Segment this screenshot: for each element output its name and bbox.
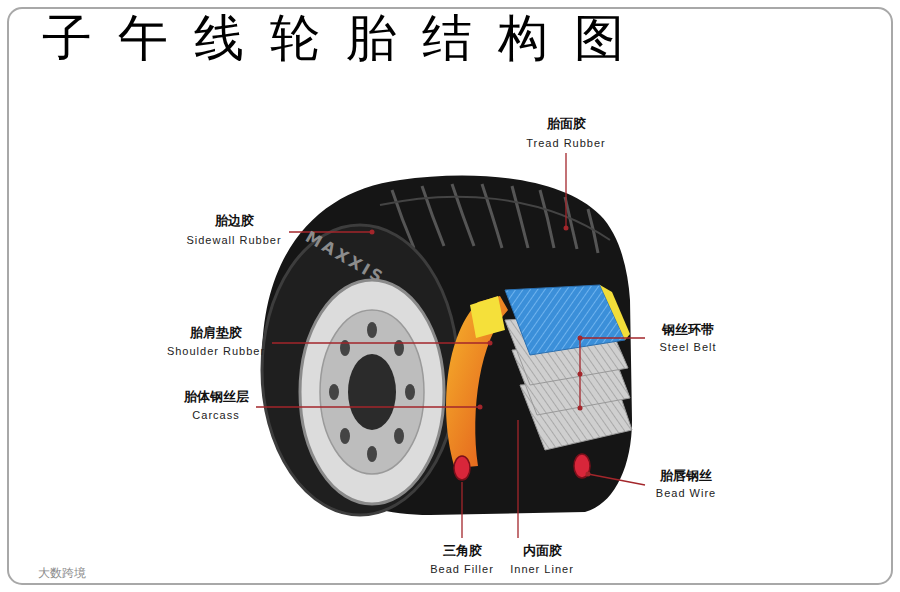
shoulder-pad <box>470 296 505 338</box>
rim-dish <box>320 310 424 474</box>
part-name: 内面胶 <box>523 544 562 559</box>
part-name: 胎唇钢丝 <box>660 469 712 484</box>
part-name-en: Tread Rubber <box>526 137 605 150</box>
brand-mark: MAXXIS <box>302 228 388 288</box>
part-name-en: Carcass <box>192 409 239 422</box>
tire-body <box>262 176 632 515</box>
part-name-en: Shoulder Rubber <box>167 345 265 358</box>
hub-hole <box>348 354 396 430</box>
part-name: 胎肩垫胶 <box>190 326 242 341</box>
part-name: 三角胶 <box>443 544 482 559</box>
bead <box>454 456 470 480</box>
bead <box>574 454 590 478</box>
sidewall <box>262 225 458 515</box>
part-name-en: Bead Wire <box>656 487 716 500</box>
part-name: 胎体钢丝层 <box>184 390 249 405</box>
part-name-en: Inner Liner <box>510 563 574 576</box>
leader-lines <box>256 153 645 538</box>
part-name-en: Sidewall Rubber <box>186 234 281 247</box>
cutaway <box>446 285 632 480</box>
part-name: 胎面胶 <box>547 117 586 132</box>
part-name-en: Steel Belt <box>659 341 716 354</box>
rim <box>300 280 444 504</box>
tread-grooves <box>380 184 610 253</box>
part-name-en: Bead Filler <box>430 563 494 576</box>
part-name: 钢丝环带 <box>662 323 714 338</box>
frame <box>8 8 892 584</box>
belt-edge <box>600 285 630 340</box>
diagram-title: 子午线轮胎结构图 <box>42 10 650 68</box>
tire <box>262 176 632 515</box>
carcass-ply <box>446 296 508 468</box>
leader-dots <box>370 226 591 477</box>
part-name: 胎边胶 <box>215 214 254 229</box>
watermark: 大数跨境 <box>38 567 86 581</box>
